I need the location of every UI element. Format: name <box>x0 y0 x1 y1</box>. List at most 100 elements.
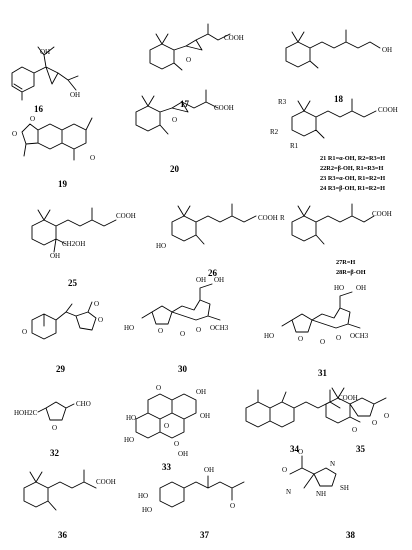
svg-text:O: O <box>180 330 185 338</box>
compound-label-36: 36 <box>58 530 68 540</box>
compound-label-31: 31 <box>318 368 328 378</box>
svg-text:HO: HO <box>334 284 344 292</box>
svg-text:OH: OH <box>204 466 214 474</box>
svg-text:HO: HO <box>124 436 134 444</box>
compound-label-35: 35 <box>356 444 366 454</box>
svg-text:COOH: COOH <box>378 106 398 114</box>
svg-text:COOH: COOH <box>116 212 136 220</box>
compound-label-18: 18 <box>334 94 344 104</box>
svg-text:HO: HO <box>264 332 274 340</box>
svg-text:R2: R2 <box>270 128 279 136</box>
structure-21-24: R3 R2 R1 COOH 21 R1=α-OH, R2=R3=H 22R2=β… <box>270 98 398 192</box>
structure-31: HO OH HO O O OCH3 O 31 <box>264 284 369 378</box>
structure-27-28: R COOH 27R=H 28R=β-OH <box>280 203 392 276</box>
svg-text:O: O <box>186 56 191 64</box>
svg-text:O: O <box>336 334 341 342</box>
structure-35: O O O 35 <box>325 387 389 454</box>
svg-text:CH2OH: CH2OH <box>62 240 85 248</box>
svg-text:O: O <box>98 316 103 324</box>
structure-25: COOH CH2OH OH 25 <box>31 207 136 288</box>
compound-label-23: 23 R3=α-OH, R1=R2=H <box>320 175 385 182</box>
structure-33: O OH HO OH HO O O OH 33 <box>124 384 210 472</box>
structure-18: OH 18 <box>285 29 392 104</box>
svg-text:HO: HO <box>124 324 134 332</box>
compound-label-32: 32 <box>50 448 60 458</box>
compound-label-17: 17 <box>180 99 190 109</box>
structure-26: HO COOH 26 <box>156 203 278 278</box>
structure-20: O COOH 20 <box>135 89 234 174</box>
svg-text:O: O <box>352 426 357 434</box>
svg-text:OH: OH <box>200 412 210 420</box>
compound-label-30: 30 <box>178 364 188 374</box>
compound-label-26: 26 <box>208 268 218 278</box>
svg-text:O: O <box>384 412 389 420</box>
compound-label-29: 29 <box>56 364 66 374</box>
structure-16: OH OH 16 <box>11 46 80 114</box>
svg-text:O: O <box>298 448 303 456</box>
structure-32: HOH2C O CHO 32 <box>14 400 91 458</box>
svg-text:O: O <box>230 502 235 510</box>
svg-text:OCH3: OCH3 <box>210 324 229 332</box>
svg-text:O: O <box>12 130 17 138</box>
structure-37: HO HO OH O 37 <box>138 466 245 540</box>
compound-label-19: 19 <box>58 179 68 189</box>
svg-text:COOH: COOH <box>258 214 278 222</box>
structure-36: COOH 36 <box>23 469 116 540</box>
svg-text:OH: OH <box>356 284 366 292</box>
svg-text:N: N <box>286 488 291 496</box>
svg-text:O: O <box>320 338 325 346</box>
svg-text:R3: R3 <box>278 98 287 106</box>
svg-text:HO: HO <box>126 414 136 422</box>
structure-38: O O N N NH SH 38 <box>282 448 356 540</box>
svg-text:O: O <box>156 384 161 392</box>
svg-text:COOH: COOH <box>96 478 116 486</box>
compound-label-24: 24 R3=β-OH, R1=R2=H <box>320 185 385 192</box>
svg-text:O: O <box>282 466 287 474</box>
compound-label-20: 20 <box>170 164 180 174</box>
svg-text:R1: R1 <box>290 142 299 150</box>
svg-text:CHO: CHO <box>76 400 91 408</box>
svg-text:COOH: COOH <box>338 394 358 402</box>
svg-text:O: O <box>158 327 163 335</box>
structure-29: O O O 29 <box>22 300 103 374</box>
structure-30: OH OH HO O O OCH3 O 30 <box>124 276 229 374</box>
compound-label-22: 22R2=β-OH, R1=R3=H <box>320 165 384 172</box>
svg-text:O: O <box>172 116 177 124</box>
svg-text:OH: OH <box>70 91 80 99</box>
svg-text:O: O <box>90 154 95 162</box>
svg-text:O: O <box>52 424 57 432</box>
svg-text:COOH: COOH <box>372 210 392 218</box>
svg-text:OH: OH <box>50 252 60 260</box>
svg-text:OH: OH <box>40 48 50 56</box>
svg-text:OH: OH <box>382 46 392 54</box>
compound-label-16: 16 <box>34 104 44 114</box>
compound-label-21: 21 R1=α-OH, R2=R3=H <box>320 155 385 162</box>
svg-text:O: O <box>22 328 27 336</box>
compound-label-25: 25 <box>68 278 78 288</box>
svg-text:O: O <box>94 300 99 308</box>
svg-text:HOH2C: HOH2C <box>14 409 38 417</box>
compound-label-37: 37 <box>200 530 210 540</box>
svg-text:OH: OH <box>178 450 188 458</box>
svg-text:O: O <box>372 419 377 427</box>
svg-text:HO: HO <box>138 492 148 500</box>
svg-text:HO: HO <box>156 242 166 250</box>
compound-label-33: 33 <box>162 462 172 472</box>
svg-text:R: R <box>280 214 285 222</box>
svg-text:OCH3: OCH3 <box>350 332 369 340</box>
compound-label-27: 27R=H <box>336 259 355 266</box>
compound-label-28: 28R=β-OH <box>336 269 366 276</box>
svg-text:N: N <box>330 460 335 468</box>
svg-text:OH: OH <box>214 276 224 284</box>
compound-label-34: 34 <box>290 444 300 454</box>
svg-text:HO: HO <box>142 506 152 514</box>
svg-text:OH: OH <box>196 276 206 284</box>
structure-17: O COOH 17 <box>149 23 244 109</box>
svg-text:NH: NH <box>316 490 326 498</box>
structure-34: COOH 34 <box>245 389 358 454</box>
svg-text:O: O <box>298 335 303 343</box>
structure-19: O O O 19 <box>12 115 95 189</box>
compound-label-38: 38 <box>346 530 356 540</box>
svg-text:O: O <box>30 115 35 123</box>
